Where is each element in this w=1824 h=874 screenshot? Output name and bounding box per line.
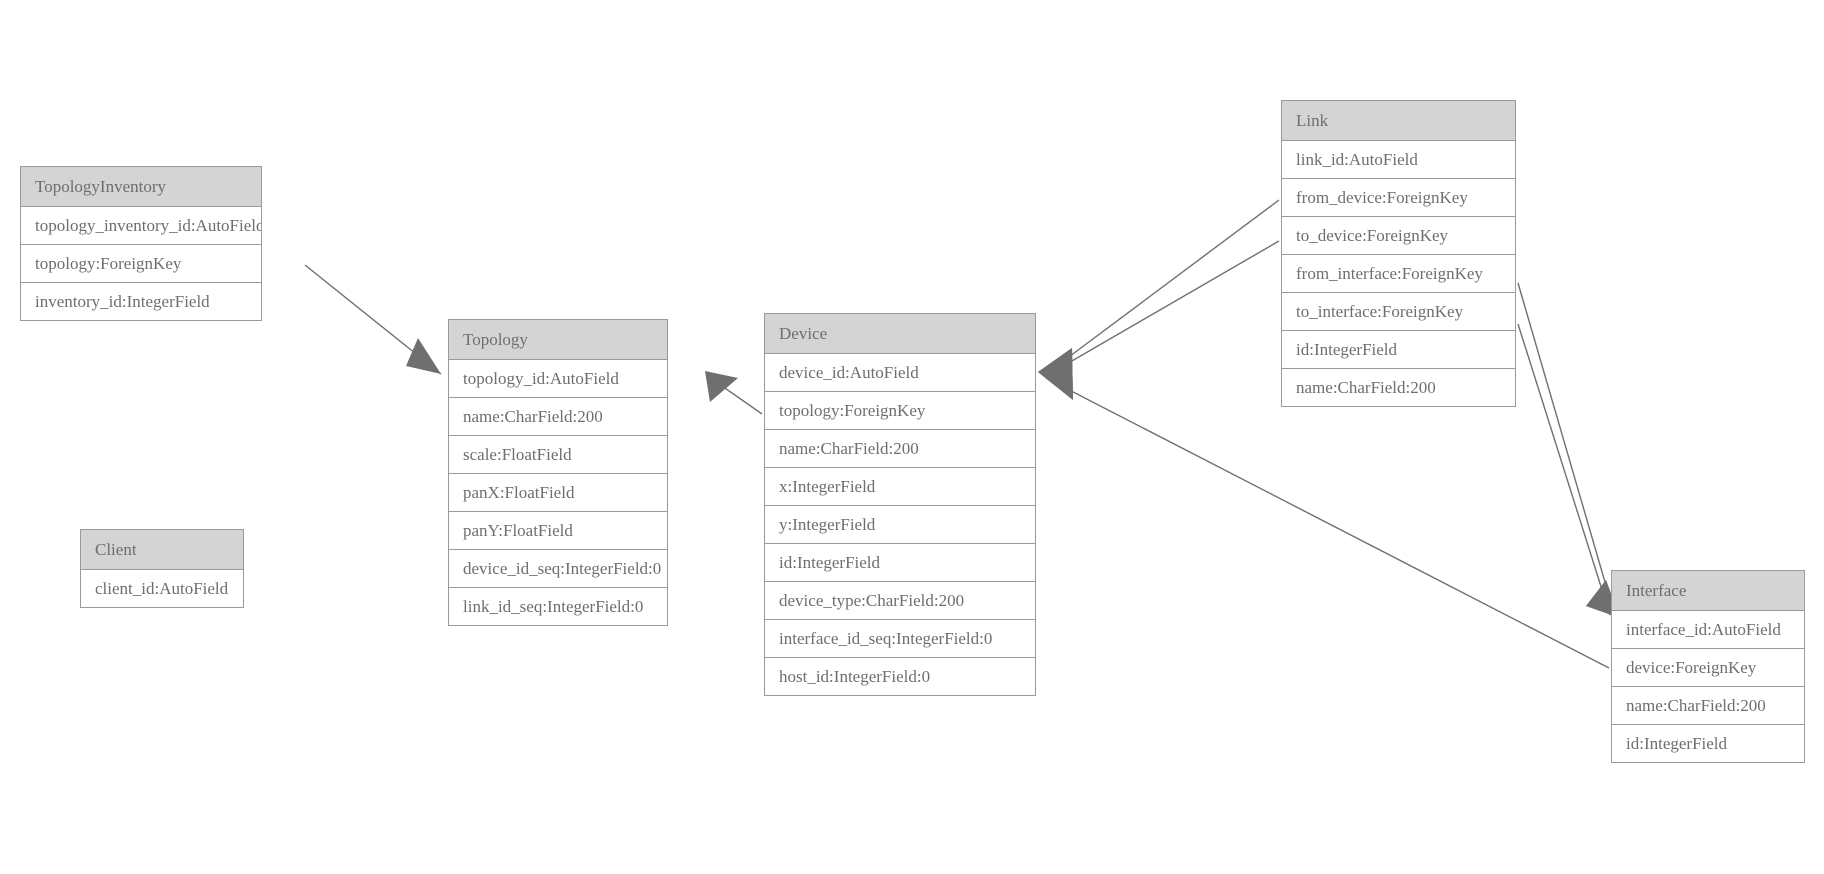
field-row[interactable]: link_id_seq:IntegerField:0 (449, 588, 667, 625)
relationship-arrowhead (1038, 348, 1073, 400)
rel-link-to-device (1038, 240, 1280, 400)
field-row[interactable]: topology:ForeignKey (765, 392, 1035, 430)
relationship-line (1517, 282, 1615, 614)
field-row[interactable]: device_id_seq:IntegerField:0 (449, 550, 667, 588)
field-row[interactable]: name:CharField:200 (1282, 369, 1515, 406)
rel-link-to-interface (1517, 323, 1620, 618)
field-row[interactable]: name:CharField:200 (1612, 687, 1804, 725)
field-row[interactable]: id:IntegerField (1282, 331, 1515, 369)
field-row[interactable]: to_device:ForeignKey (1282, 217, 1515, 255)
field-row[interactable]: panX:FloatField (449, 474, 667, 512)
relationship-line (711, 378, 763, 415)
relationship-arrowhead (705, 371, 738, 402)
relationship-line (304, 264, 442, 375)
relationship-line (1045, 199, 1280, 375)
relationship-line (1045, 377, 1610, 669)
entity-title-client: Client (81, 530, 243, 570)
field-row[interactable]: inventory_id:IntegerField (21, 283, 261, 320)
relationship-line (1045, 240, 1280, 377)
field-row[interactable]: from_interface:ForeignKey (1282, 255, 1515, 293)
relationship-line (1517, 323, 1611, 616)
field-row[interactable]: interface_id:AutoField (1612, 611, 1804, 649)
field-row[interactable]: host_id:IntegerField:0 (765, 658, 1035, 695)
entity-title-topology: Topology (449, 320, 667, 360)
field-row[interactable]: panY:FloatField (449, 512, 667, 550)
field-row[interactable]: name:CharField:200 (765, 430, 1035, 468)
field-row[interactable]: client_id:AutoField (81, 570, 243, 607)
relationship-arrowhead (1038, 348, 1073, 400)
field-row[interactable]: id:IntegerField (765, 544, 1035, 582)
field-row[interactable]: device_id:AutoField (765, 354, 1035, 392)
rel-topologyinventory-topology (304, 264, 442, 375)
rel-device-topology (705, 371, 763, 415)
entity-title-interface: Interface (1612, 571, 1804, 611)
entity-title-topology-inventory: TopologyInventory (21, 167, 261, 207)
rel-link-from-interface (1517, 282, 1620, 618)
relationship-arrowhead (1038, 348, 1073, 400)
entity-title-device: Device (765, 314, 1035, 354)
field-row[interactable]: scale:FloatField (449, 436, 667, 474)
field-row[interactable]: name:CharField:200 (449, 398, 667, 436)
field-row[interactable]: id:IntegerField (1612, 725, 1804, 762)
field-row[interactable]: device:ForeignKey (1612, 649, 1804, 687)
rel-link-from-device (1038, 199, 1280, 400)
field-row[interactable]: interface_id_seq:IntegerField:0 (765, 620, 1035, 658)
field-row[interactable]: x:IntegerField (765, 468, 1035, 506)
relationship-arrowhead (406, 338, 441, 374)
field-row[interactable]: device_type:CharField:200 (765, 582, 1035, 620)
field-row[interactable]: topology_inventory_id:AutoField (21, 207, 261, 245)
field-row[interactable]: from_device:ForeignKey (1282, 179, 1515, 217)
field-row[interactable]: topology_id:AutoField (449, 360, 667, 398)
field-row[interactable]: to_interface:ForeignKey (1282, 293, 1515, 331)
entity-title-link: Link (1282, 101, 1515, 141)
field-row[interactable]: topology:ForeignKey (21, 245, 261, 283)
field-row[interactable]: link_id:AutoField (1282, 141, 1515, 179)
field-row[interactable]: y:IntegerField (765, 506, 1035, 544)
